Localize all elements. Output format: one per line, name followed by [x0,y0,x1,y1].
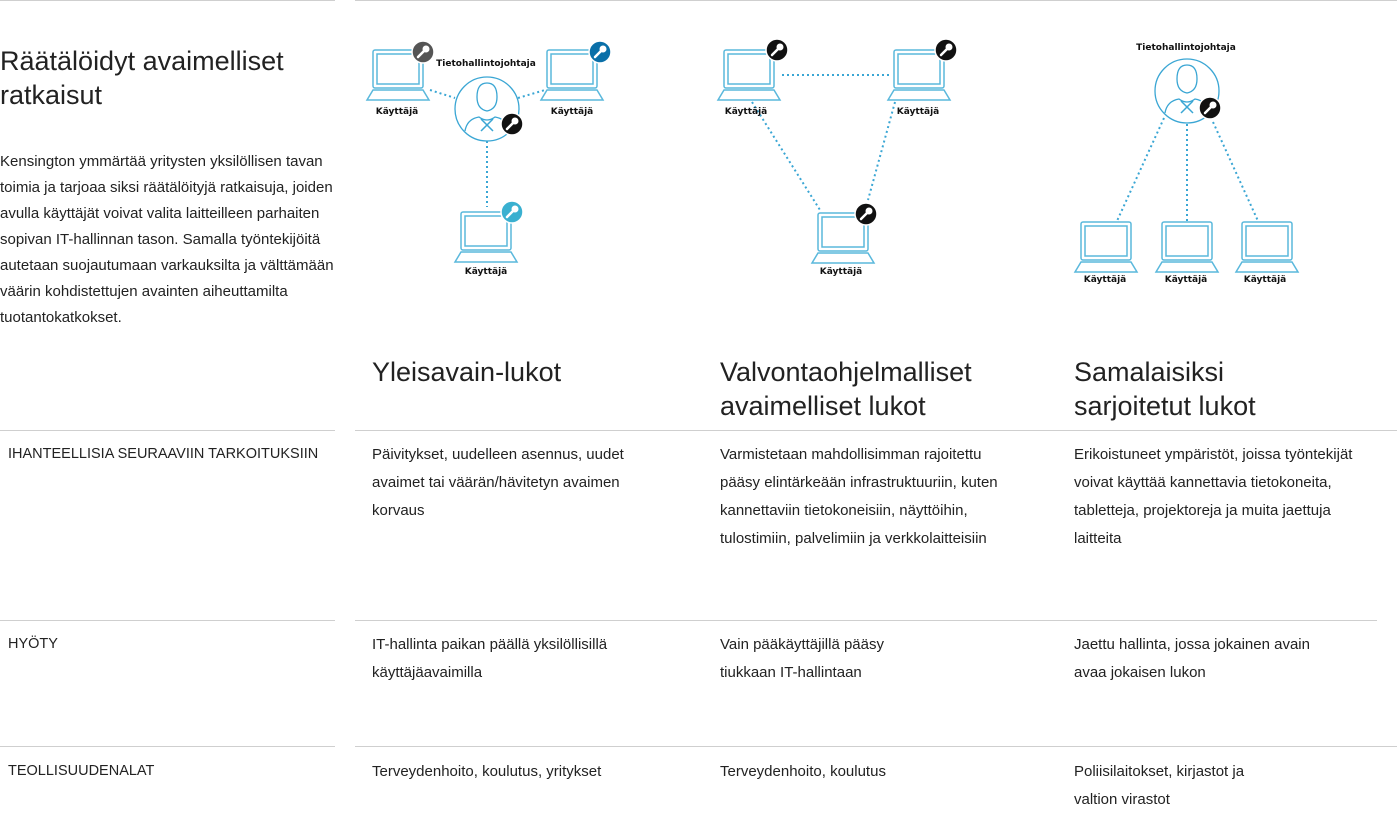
key-badge-icon [500,200,524,224]
cell: Varmistetaan mahdollisimman rajoitettu p… [720,446,998,547]
page-title: Räätälöidyt avaimelliset ratkaisut [0,46,284,110]
cell: Päivitykset, uudelleen asennus, uudet av… [372,446,624,519]
laptop-icon [539,49,605,101]
user-label: Käyttäjä [376,107,418,117]
key-badge-icon [411,40,435,64]
divider [355,430,1397,431]
cell: IT-hallinta paikan päällä yksilöllisillä… [372,636,608,681]
divider [355,746,1397,747]
column-title: Valvontaohjelmalliset avaimelliset lukot [720,357,972,421]
connector-line [517,89,546,99]
row-label-benefit: HYÖTY [8,636,58,652]
user-label: Käyttäjä [820,267,862,277]
user-label: Käyttäjä [897,107,939,117]
divider [355,620,1377,621]
connector-line [429,89,456,99]
laptop-icon [1234,221,1300,273]
key-badge-icon [588,40,612,64]
diagrams: Tietohallintojohtaja Tietohallintojohtaj… [365,38,1300,285]
divider [355,0,1397,1]
user-label: Käyttäjä [465,267,507,277]
laptop-icon [810,212,876,264]
key-badge-icon [765,38,789,62]
admin-label: Tietohallintojohtaja [436,59,536,69]
cell: Vain pääkäyttäjillä pääsy tiukkaan IT-ha… [720,636,884,681]
key-badge-icon [854,202,878,226]
divider [0,0,335,1]
admin-label: Tietohallintojohtaja [1136,43,1236,53]
cell: Erikoistuneet ympäristöt, joissa työntek… [1074,446,1353,547]
laptop-icon [1154,221,1220,273]
cell: Terveydenhoito, koulutus, yritykset [372,763,602,780]
cell: Poliisilaitokset, kirjastot ja valtion v… [1074,763,1245,808]
cell: Jaettu hallinta, jossa jokainen avain av… [1074,636,1310,681]
connector-line [867,101,896,201]
cell: Terveydenhoito, koulutus [720,763,886,780]
user-label: Käyttäjä [1165,275,1207,285]
connector-line [1212,121,1259,222]
row-label-industries: TEOLLISUUDENALAT [8,763,155,779]
laptop-icon [365,49,431,101]
divider [0,620,335,621]
divider [0,430,335,431]
column-title: Yleisavain-lukot [372,357,562,387]
row-label-ideal: IHANTEELLISIA SEURAAVIIN TARKOITUKSIIN [8,446,319,462]
connector-line [751,101,821,211]
laptop-icon [1073,221,1139,273]
connector-line [1116,117,1165,222]
laptop-icon [716,49,782,101]
divider [0,746,335,747]
key-badge-icon [1198,96,1222,120]
user-label: Käyttäjä [551,107,593,117]
user-label: Käyttäjä [1084,275,1126,285]
laptop-icon [453,211,519,263]
key-badge-icon [500,112,524,136]
user-label: Käyttäjä [725,107,767,117]
key-badge-icon [934,38,958,62]
laptop-icon [886,49,952,101]
intro-text: Kensington ymmärtää yritysten yksilöllis… [0,153,334,326]
user-label: Käyttäjä [1244,275,1286,285]
column-title: Samalaisiksi sarjoitetut lukot [1074,357,1256,421]
